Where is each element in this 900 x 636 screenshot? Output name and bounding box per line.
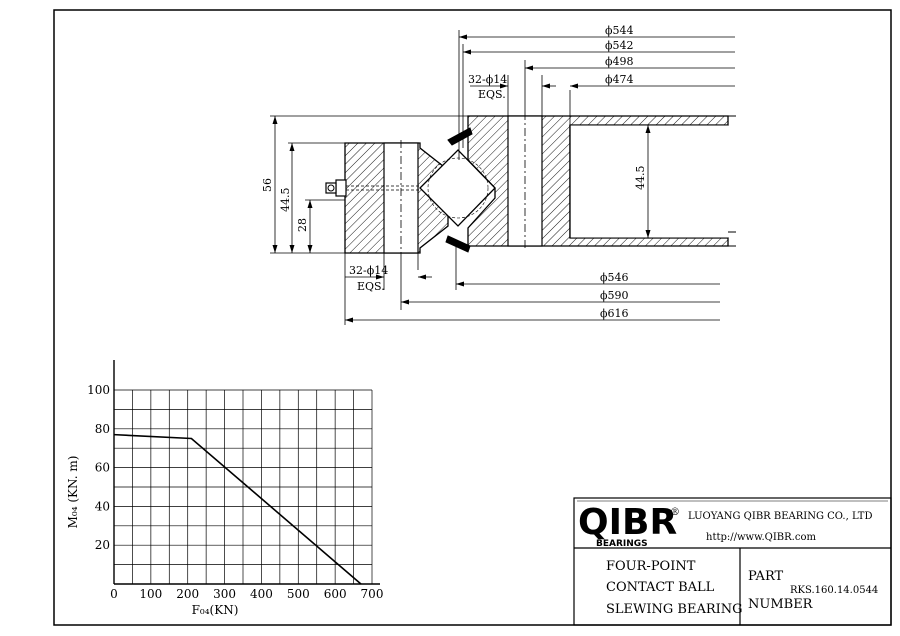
x-tick-label: 200 xyxy=(176,587,199,601)
grease-nipple xyxy=(325,179,420,197)
number-label: NUMBER xyxy=(748,597,814,612)
load-chart: 0 100 200 300 400 500 600 700 100 80 60 40 20 F₀₄(K… xyxy=(66,360,383,617)
holes-bottom-eqs: EQS. xyxy=(357,280,385,293)
registered-mark: ® xyxy=(670,507,680,518)
dim-590: ϕ590 xyxy=(600,289,629,302)
description-line-2: CONTACT BALL xyxy=(606,580,715,595)
seal-bottom xyxy=(445,235,471,253)
dim-544: ϕ544 xyxy=(605,24,634,37)
title-block-text: QIBR BEARINGS ® LUOYANG QIBR BEARING CO.… xyxy=(578,502,878,617)
dim-height-44-5-right: 44.5 xyxy=(634,166,647,191)
part-number: RKS.160.14.0544 xyxy=(790,585,878,596)
y-tick-label: 40 xyxy=(95,499,110,513)
y-tick-label: 100 xyxy=(87,383,110,397)
dim-474: ϕ474 xyxy=(605,73,634,86)
dim-546: ϕ546 xyxy=(600,271,629,284)
logo-text: QIBR xyxy=(578,502,677,543)
x-tick-label: 600 xyxy=(324,587,347,601)
bearing-cross-section xyxy=(270,30,736,325)
x-tick-label: 100 xyxy=(139,587,162,601)
chart-x-label: F₀₄(KN) xyxy=(192,603,239,617)
qibr-logo: QIBR BEARINGS ® xyxy=(578,502,680,549)
company-name: LUOYANG QIBR BEARING CO., LTD xyxy=(688,511,872,522)
description-line-3: SLEWING BEARING xyxy=(606,602,743,617)
holes-top-eqs: EQS. xyxy=(478,88,506,101)
sheet-frame xyxy=(53,9,892,626)
chart-y-ticks: 100 80 60 40 20 xyxy=(87,383,110,552)
x-tick-label: 300 xyxy=(213,587,236,601)
chart-grid xyxy=(114,389,373,584)
dim-height-56: 56 xyxy=(261,178,274,192)
holes-bottom-count: 32-ϕ14 xyxy=(349,264,388,277)
dim-616: ϕ616 xyxy=(600,307,629,320)
chart-y-label: M₀₄ (KN. m) xyxy=(66,456,80,529)
y-tick-label: 60 xyxy=(95,461,110,475)
load-curve-line xyxy=(113,433,362,585)
holes-top-count: 32-ϕ14 xyxy=(468,73,507,86)
chart-x-ticks: 0 100 200 300 400 500 600 700 xyxy=(110,587,383,601)
dim-height-28: 28 xyxy=(296,218,309,232)
dim-height-44-5: 44.5 xyxy=(279,188,292,213)
dimension-labels: ϕ544 ϕ542 ϕ498 ϕ474 32-ϕ14 EQS. ϕ546 ϕ59… xyxy=(261,24,647,320)
raceway xyxy=(419,149,496,227)
ball xyxy=(427,157,489,219)
dim-542: ϕ542 xyxy=(605,39,634,52)
x-tick-label: 0 xyxy=(110,587,118,601)
company-url: http://www.QIBR.com xyxy=(706,532,816,543)
logo-subtext: BEARINGS xyxy=(596,539,648,549)
y-tick-label: 80 xyxy=(95,422,110,436)
chart-axes xyxy=(113,360,380,585)
x-tick-label: 700 xyxy=(361,587,384,601)
chart-series xyxy=(113,433,362,585)
description-line-1: FOUR-POINT xyxy=(606,559,696,574)
y-tick-label: 20 xyxy=(95,538,110,552)
x-tick-label: 400 xyxy=(250,587,273,601)
title-block xyxy=(573,497,892,626)
part-label: PART xyxy=(748,569,784,584)
dim-498: ϕ498 xyxy=(605,55,634,68)
x-tick-label: 500 xyxy=(287,587,310,601)
